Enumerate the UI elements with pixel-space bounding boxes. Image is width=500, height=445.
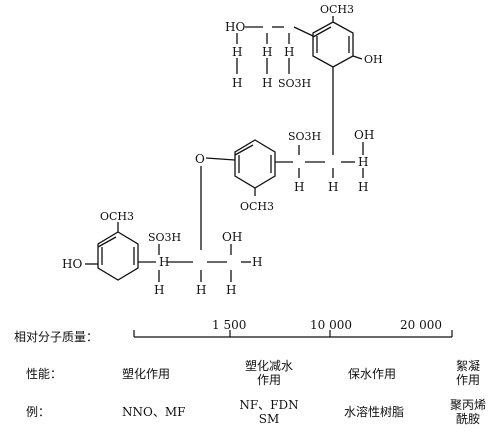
top-chain-h-4: H [262, 76, 272, 90]
example-nf-fdn-sm: NF、FDN SM [239, 398, 299, 426]
scale-tick-label-10000: 10 000 [310, 318, 352, 332]
examples-label: 例： [26, 405, 51, 419]
top-chain-h-5: H [284, 45, 294, 59]
performance-flocculation: 絮凝 作用 [455, 359, 480, 387]
top-methoxy-label: OCH3 [320, 3, 354, 16]
bottom-chain-h-2: H [196, 283, 206, 297]
bottom-chain-c-h-1: H [159, 255, 169, 269]
top-ring-hydroxyl-label: OH [364, 53, 383, 66]
middle-chain-h-2: H [328, 180, 338, 194]
middle-chain-h-3: H [358, 155, 368, 169]
bottom-hydroxyl-label: OH [222, 230, 242, 244]
lignosulfonate-structure: HO H H H H H SO3H OCH3 OH SO3H H OH H H … [62, 3, 383, 297]
example-nno-mf: NNO、MF [122, 405, 186, 419]
ether-oxygen-label: O [195, 152, 205, 166]
bottom-chain-h-3: H [226, 283, 236, 297]
middle-chain-h-1: H [294, 180, 304, 194]
bottom-ring-hydroxyl-label: HO [62, 257, 82, 271]
middle-chain-h-4: H [358, 180, 368, 194]
middle-methoxy-label: OCH3 [240, 200, 274, 213]
scale-tick-label-1500: 1 500 [212, 318, 247, 332]
performance-plasticizing: 塑化作用 [122, 367, 171, 381]
performance-label: 性能： [26, 367, 63, 381]
bottom-benzene-ring [97, 231, 139, 281]
middle-sulfonate-label: SO3H [288, 130, 321, 143]
bottom-methoxy-label: OCH3 [100, 210, 134, 223]
bottom-sulfonate-label: SO3H [148, 231, 181, 244]
molecular-weight-label: 相对分子质量： [14, 330, 99, 344]
performance-plasticizing-water-reducing: 塑化减水 作用 [244, 359, 293, 387]
example-polyacrylamide: 聚丙烯 酰胺 [449, 398, 486, 426]
bottom-chain-h-1: H [154, 283, 164, 297]
performance-water-retention: 保水作用 [348, 367, 397, 381]
top-hydroxyl-label: HO [225, 20, 245, 34]
top-sulfonate-label: SO3H [278, 77, 311, 90]
scale-tick-label-20000: 20 000 [400, 318, 442, 332]
top-chain-h-2: H [232, 76, 242, 90]
top-chain-h-1: H [232, 45, 242, 59]
middle-hydroxyl-label: OH [354, 128, 374, 142]
top-chain-h-3: H [262, 45, 272, 59]
bottom-chain-h-4: H [252, 255, 262, 269]
example-water-soluble-resin: 水溶性树脂 [344, 405, 405, 419]
